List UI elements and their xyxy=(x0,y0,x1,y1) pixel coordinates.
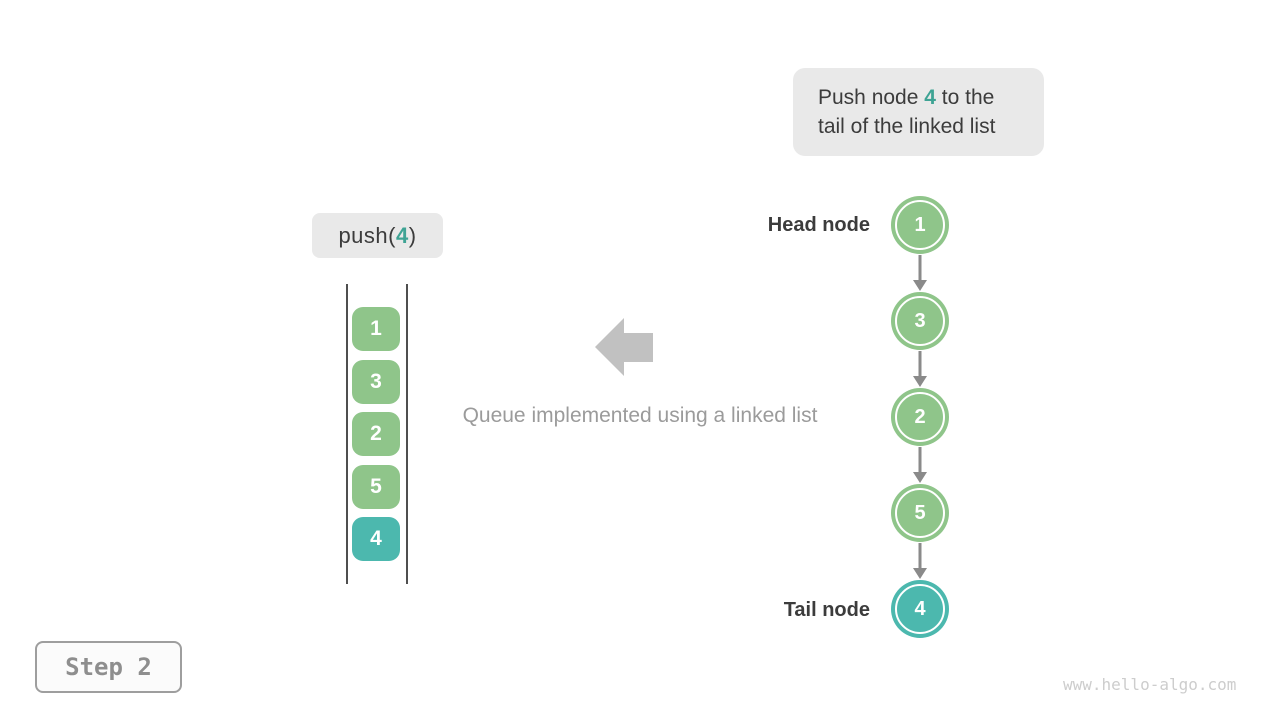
queue-cell: 3 xyxy=(352,360,400,404)
operation-accent-value: 4 xyxy=(395,222,409,248)
watermark: www.hello-algo.com xyxy=(1063,675,1237,694)
linked-list-node: 4 xyxy=(891,580,949,638)
node-value: 4 xyxy=(895,584,945,634)
queue-cell: 1 xyxy=(352,307,400,351)
tail-node-label: Tail node xyxy=(783,599,870,621)
callout-line2: tail of the linked list xyxy=(818,115,996,138)
node-value: 2 xyxy=(895,392,945,442)
head-node-label: Head node xyxy=(767,214,870,236)
callout-accent-value: 4 xyxy=(924,86,936,109)
down-arrow-connectors xyxy=(913,255,927,579)
diagram-caption: Queue implemented using a linked list xyxy=(462,404,818,427)
queue-cell: 2 xyxy=(352,412,400,456)
linked-list-node: 5 xyxy=(891,484,949,542)
queue-cell: 4 xyxy=(352,517,400,561)
node-value: 1 xyxy=(895,200,945,250)
callout-line1-post: to the xyxy=(935,86,995,109)
callout-line1-pre: Push node xyxy=(818,86,925,109)
step-badge: Step 2 xyxy=(35,641,182,693)
operation-label: push(4) xyxy=(312,213,443,258)
queue-rail-right xyxy=(406,284,408,584)
linked-list-node: 1 xyxy=(891,196,949,254)
queue-cell: 5 xyxy=(352,465,400,509)
left-arrow-icon xyxy=(595,318,653,376)
linked-list-node: 2 xyxy=(891,388,949,446)
callout-bubble: Push node 4 to the tail of the linked li… xyxy=(793,68,1044,156)
callout-text: Push node 4 to the tail of the linked li… xyxy=(818,83,995,141)
node-value: 5 xyxy=(895,488,945,538)
operation-post: ) xyxy=(408,222,417,248)
linked-list-node: 3 xyxy=(891,292,949,350)
node-value: 3 xyxy=(895,296,945,346)
queue-rail-left xyxy=(346,284,348,584)
operation-pre: push( xyxy=(338,222,396,248)
